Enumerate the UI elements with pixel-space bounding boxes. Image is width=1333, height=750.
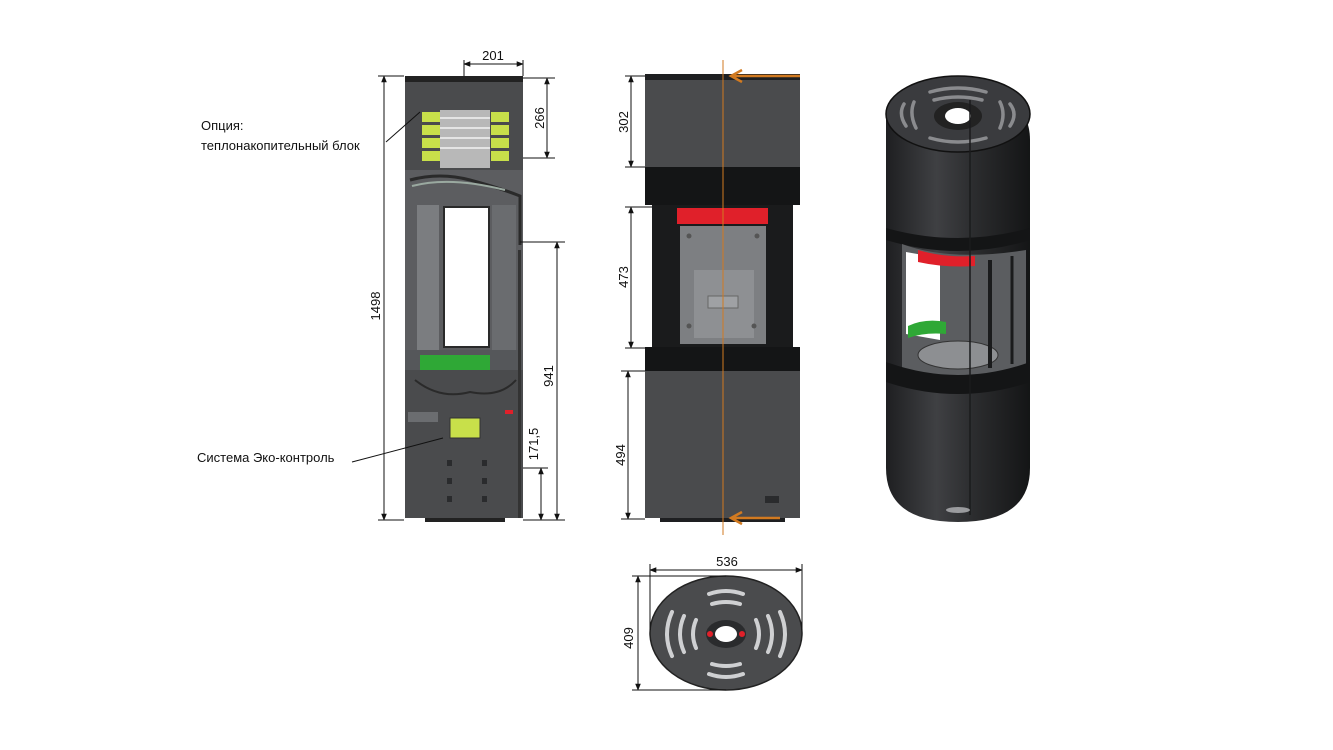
front-view	[645, 60, 800, 535]
dim-heat-block-height: 266	[532, 107, 547, 129]
eco-control-unit	[449, 417, 481, 439]
section-grate-green	[420, 355, 490, 371]
dim-front-top: 302	[616, 111, 631, 133]
dim-bottom-small: 171,5	[526, 428, 541, 461]
front-arrow-bottom	[728, 510, 780, 526]
dim-front-bottom: 494	[613, 444, 628, 466]
dim-side-height: 941	[541, 365, 556, 387]
leader-heat-block	[385, 111, 421, 143]
iso-top-vents	[899, 86, 1016, 144]
iso-grate	[917, 340, 999, 370]
section-lower-body	[405, 370, 523, 518]
iso-green-ring	[908, 320, 946, 338]
dim-front-mid: 473	[616, 266, 631, 288]
iso-foot	[946, 507, 970, 513]
iso-lower-band	[886, 362, 1030, 394]
dim-plan-depth: 409	[621, 627, 636, 649]
dim-total-height: 1498	[368, 292, 383, 321]
dim-top-width: 201	[482, 48, 504, 63]
leader-eco-control	[351, 437, 444, 463]
isometric-view	[885, 75, 1031, 522]
heat-block-stones	[422, 112, 509, 161]
plan-vent-slots	[665, 589, 787, 679]
iso-upper-band	[886, 228, 1030, 251]
section-slots	[447, 460, 487, 502]
air-duct	[409, 174, 522, 245]
section-left-wall	[417, 205, 439, 350]
heat-block-core	[440, 110, 490, 168]
section-glass-window	[443, 206, 490, 348]
front-eco-logo	[765, 496, 779, 503]
plan-dim-lines	[632, 564, 803, 691]
heat-block-annotation: Опция: теплонакопительный блок	[201, 116, 360, 156]
iso-red-strip	[918, 250, 975, 267]
front-dim-lines	[621, 75, 652, 520]
front-arrow-top	[728, 68, 800, 84]
section-dim-lines	[351, 60, 565, 521]
iso-flue-hole	[945, 108, 971, 124]
plan-view	[649, 575, 803, 691]
section-top-lid	[405, 76, 523, 82]
dim-plan-width: 536	[716, 554, 738, 569]
section-right-wall	[492, 205, 516, 350]
section-view	[405, 76, 523, 522]
heat-block-label-line1: Опция:	[201, 118, 244, 133]
plan-flue-hole	[715, 626, 737, 642]
eco-control-annotation: Система Эко-контроль	[197, 450, 335, 465]
iso-glass-white	[906, 252, 940, 340]
heat-block-lines	[440, 117, 490, 149]
section-feet	[425, 518, 505, 522]
section-rear-perforation	[518, 250, 521, 518]
heat-block-label-line2: теплонакопительный блок	[201, 138, 360, 153]
